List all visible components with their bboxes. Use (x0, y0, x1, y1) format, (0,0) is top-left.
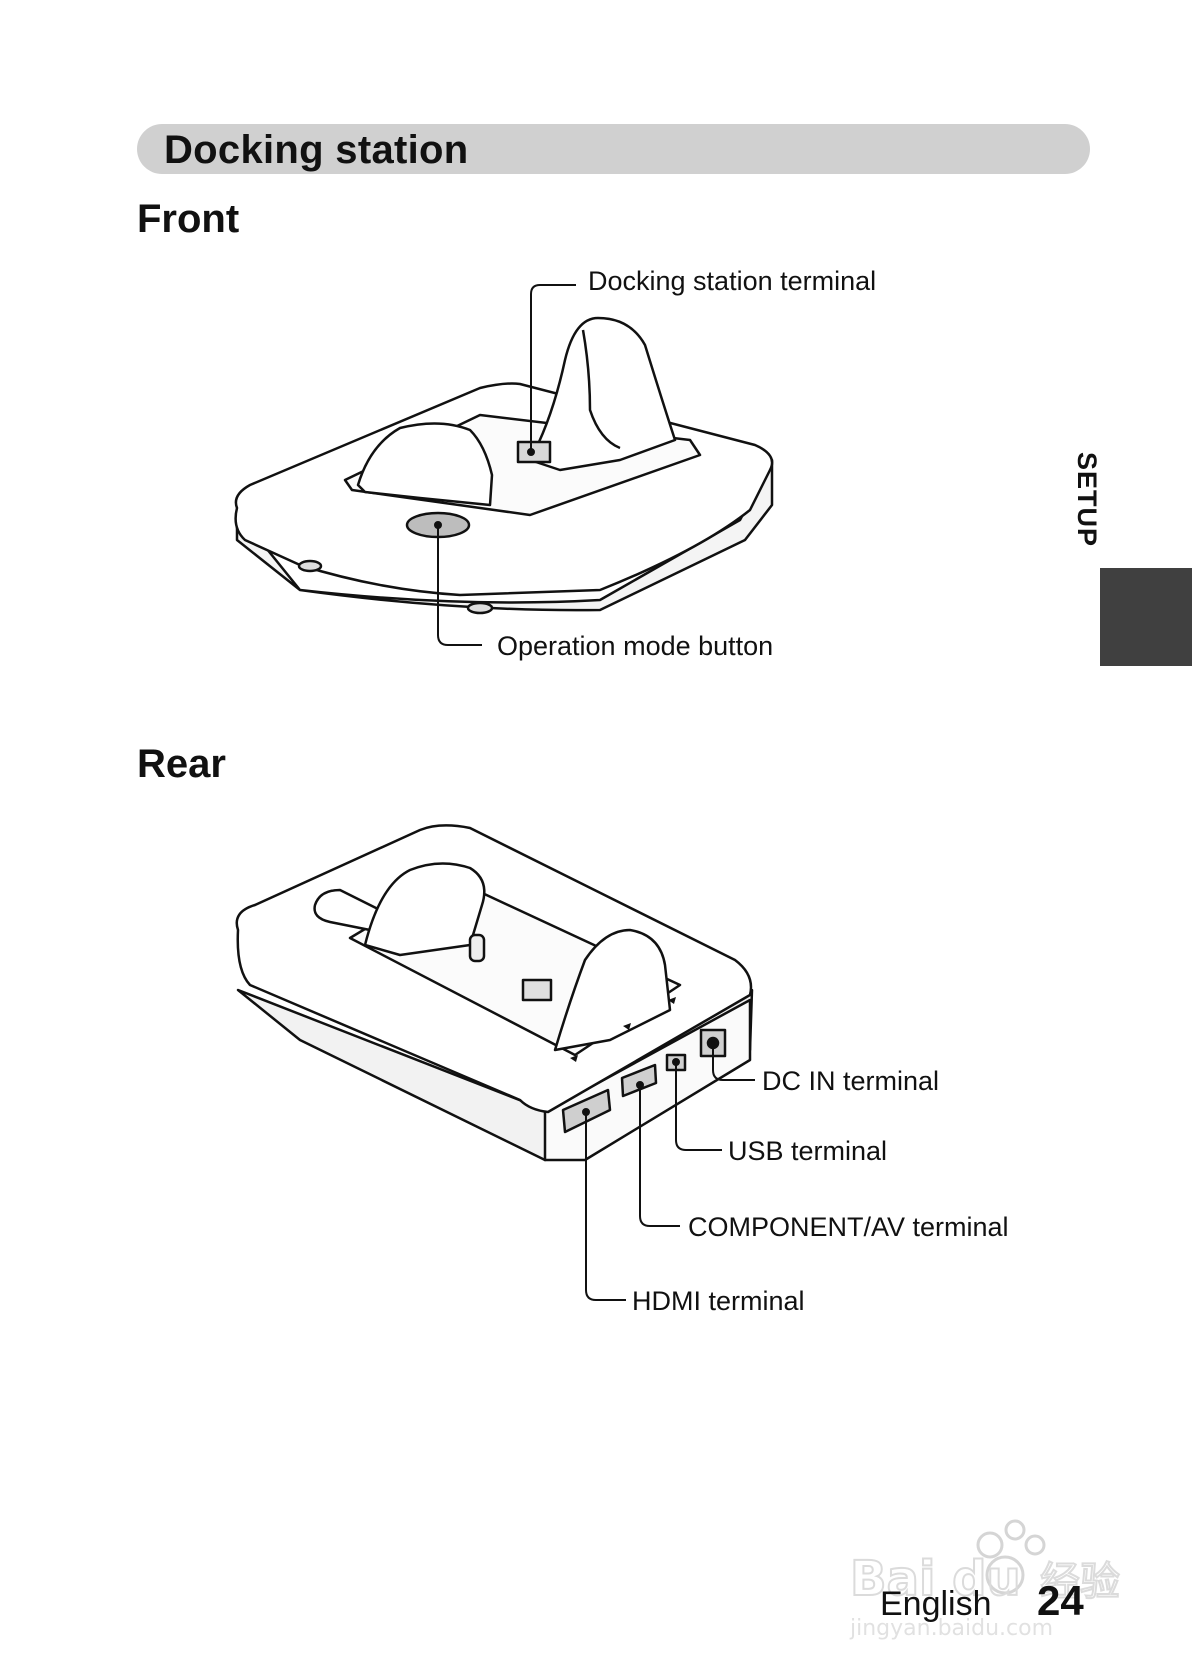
label-operation-mode-button: Operation mode button (497, 631, 774, 661)
baidu-watermark-logo: Bai du 经验 jingyan.baidu.com (849, 1519, 1121, 1640)
footer-language: English (880, 1585, 992, 1623)
svg-text:经验: 经验 (1040, 1559, 1120, 1605)
front-heading: Front (137, 197, 240, 241)
side-tab-label: SETUP (1072, 452, 1102, 548)
svg-text:jingyan.baidu.com: jingyan.baidu.com (849, 1616, 1053, 1640)
label-docking-station-terminal: Docking station terminal (588, 266, 877, 296)
label-dc-in-terminal: DC IN terminal (762, 1066, 940, 1096)
section-title-bar: Docking station (137, 124, 1090, 174)
rear-heading: Rear (137, 742, 226, 786)
svg-text:Bai du: Bai du (850, 1551, 1021, 1607)
section-title: Docking station (164, 128, 469, 172)
label-hdmi-terminal: HDMI terminal (632, 1286, 805, 1316)
page-number: 24 (1037, 1577, 1084, 1624)
label-usb-terminal: USB terminal (728, 1136, 888, 1166)
side-tab-block (1100, 568, 1192, 666)
label-component-av-terminal: COMPONENT/AV terminal (688, 1212, 1009, 1242)
